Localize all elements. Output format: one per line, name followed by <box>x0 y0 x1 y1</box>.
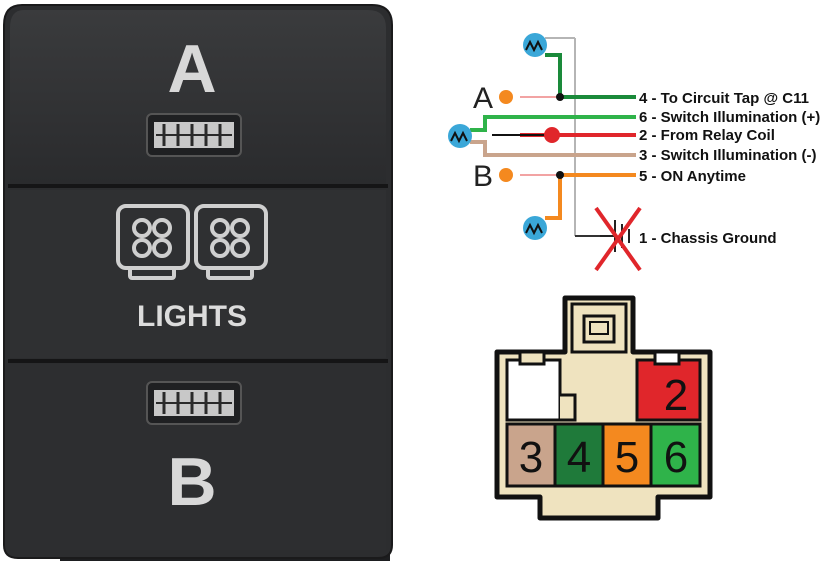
connector-cell-4 <box>553 422 605 488</box>
connector-num-6: 6 <box>664 433 688 482</box>
wire-pin-3 <box>470 140 636 157</box>
wiring-schematic: A B 4 - To Circuit Tap @ C11 6 - Switch … <box>448 33 820 272</box>
led-icon <box>523 216 547 240</box>
switch-legend: LIGHTS <box>137 300 247 333</box>
indicator-window-bottom <box>146 381 242 425</box>
pin-label-6: 6 - Switch Illumination (+) <box>639 109 820 126</box>
indicator-window-top <box>146 113 242 157</box>
rocker-switch[interactable]: A LIGHTS <box>3 4 393 561</box>
switch-bottom-letter: B <box>167 444 216 520</box>
terminal-a-label: A <box>473 82 493 115</box>
led-icon <box>523 33 547 57</box>
lights-icon <box>116 204 268 280</box>
terminal-b-dot <box>499 168 513 182</box>
connector-num-2: 2 <box>664 371 688 420</box>
connector-cell-3 <box>505 422 557 488</box>
terminal-a-dot <box>499 90 513 104</box>
connector-cell-6 <box>649 422 702 488</box>
pin-label-5: 5 - ON Anytime <box>639 168 746 185</box>
pin-label-4: 4 - To Circuit Tap @ C11 <box>639 90 809 107</box>
terminal-b-label: B <box>473 160 493 193</box>
pin-label-2: 2 - From Relay Coil <box>639 127 775 144</box>
led-icon <box>448 124 472 148</box>
pin-label-3: 3 - Switch Illumination (-) <box>639 147 817 164</box>
wire-pin-6 <box>470 115 636 132</box>
cross-out-icon <box>594 206 642 272</box>
connector-num-5: 5 <box>615 433 639 482</box>
pin-label-1: 1 - Chassis Ground <box>639 230 777 247</box>
switch-top-letter: A <box>167 31 216 107</box>
connector-face: 2 3 4 5 6 <box>494 295 713 521</box>
connector-num-3: 3 <box>519 433 543 482</box>
wire-pin-4 <box>545 53 636 99</box>
connector-num-4: 4 <box>567 433 591 482</box>
